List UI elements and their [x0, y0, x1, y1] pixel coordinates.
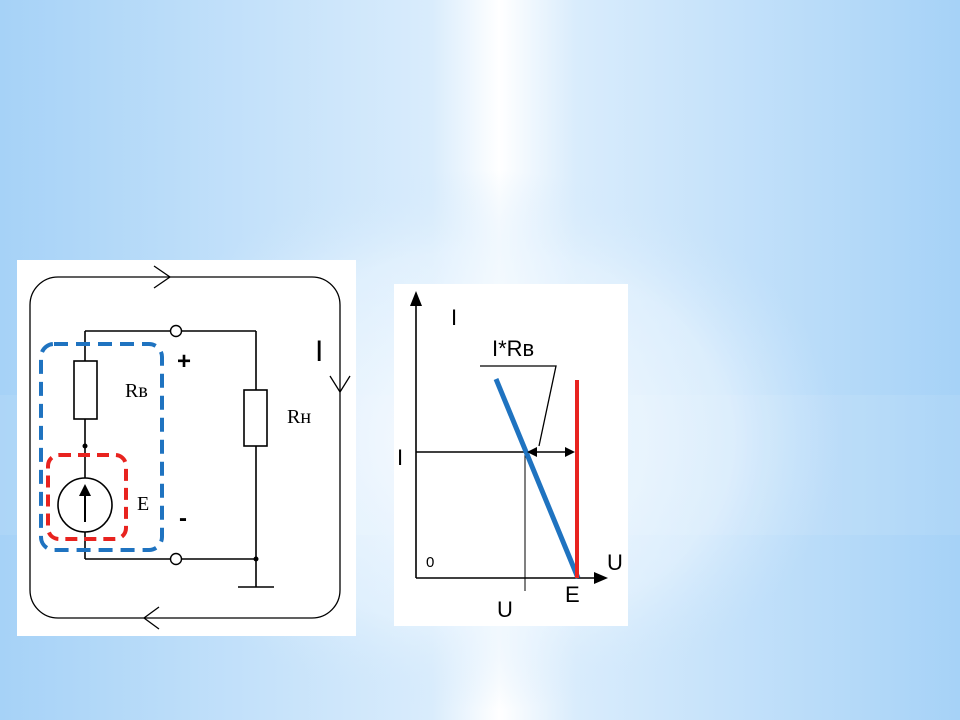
arrow-right-icon [153, 265, 172, 289]
characteristic-graph: I U 0 I*Rв I U E [394, 284, 628, 626]
terminal-minus [169, 552, 183, 566]
plus-label: + [177, 348, 191, 375]
terminal-plus [169, 324, 183, 338]
minus-label: - [179, 505, 187, 532]
node-dot [253, 556, 259, 562]
drop-leader-line [480, 365, 557, 447]
current-label: I [315, 335, 323, 368]
y-axis-arrow-icon [410, 291, 422, 306]
current-loop [29, 276, 341, 619]
current-tick-label: I [397, 445, 403, 470]
arrow-left-icon [142, 606, 160, 630]
arrow-down-icon [329, 375, 351, 394]
emf-label: E [137, 493, 149, 515]
circuit-diagram: Rв Rн E + - I [17, 260, 356, 636]
y-axis-label: I [451, 305, 457, 330]
x-axis-label: U [607, 550, 623, 575]
real-source-boundary [39, 342, 164, 552]
origin-label: 0 [426, 554, 434, 571]
load-characteristic-line [493, 378, 581, 579]
ideal-source-boundary [46, 453, 128, 541]
x-axis-arrow-icon [594, 572, 608, 584]
node-dot [82, 443, 88, 449]
internal-resistance-label: Rв [125, 380, 148, 402]
emf-tick-label: E [565, 582, 580, 607]
voltage-tick-label: U [497, 597, 513, 622]
voltage-drop-label: I*Rв [492, 336, 534, 361]
internal-resistor [73, 360, 98, 420]
load-resistance-label: Rн [287, 406, 311, 428]
load-resistor [243, 389, 268, 447]
